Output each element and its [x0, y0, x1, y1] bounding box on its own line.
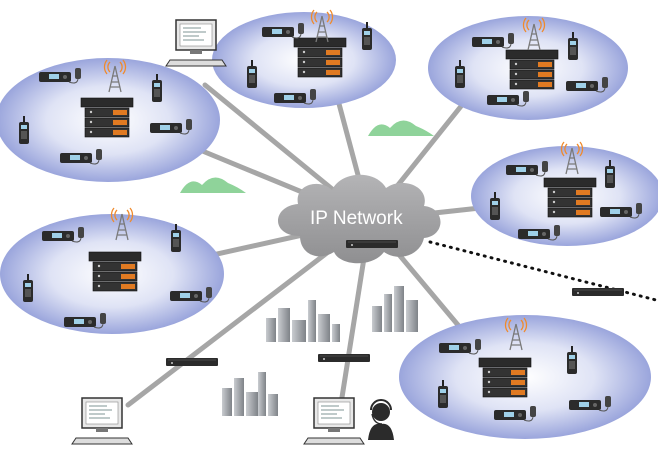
green-hills-icon-2 — [368, 120, 434, 136]
city-buildings-icon-3 — [222, 372, 278, 416]
headset-operator-icon — [368, 399, 394, 440]
city-buildings-icon-1 — [266, 300, 340, 342]
pc-terminal-icon-bottom-center — [303, 397, 365, 445]
pc-terminal-icon-bottom-left — [71, 397, 133, 445]
router-icon-center — [317, 353, 371, 363]
green-hills-icon-1 — [180, 177, 246, 193]
core-router-icon — [345, 239, 399, 249]
city-buildings-icon-2 — [372, 286, 418, 332]
cloud-label: IP Network — [310, 208, 403, 229]
remote-router-icon — [571, 287, 625, 297]
ip-network-cloud: IP Network — [278, 174, 441, 264]
router-icon-left — [165, 357, 219, 367]
